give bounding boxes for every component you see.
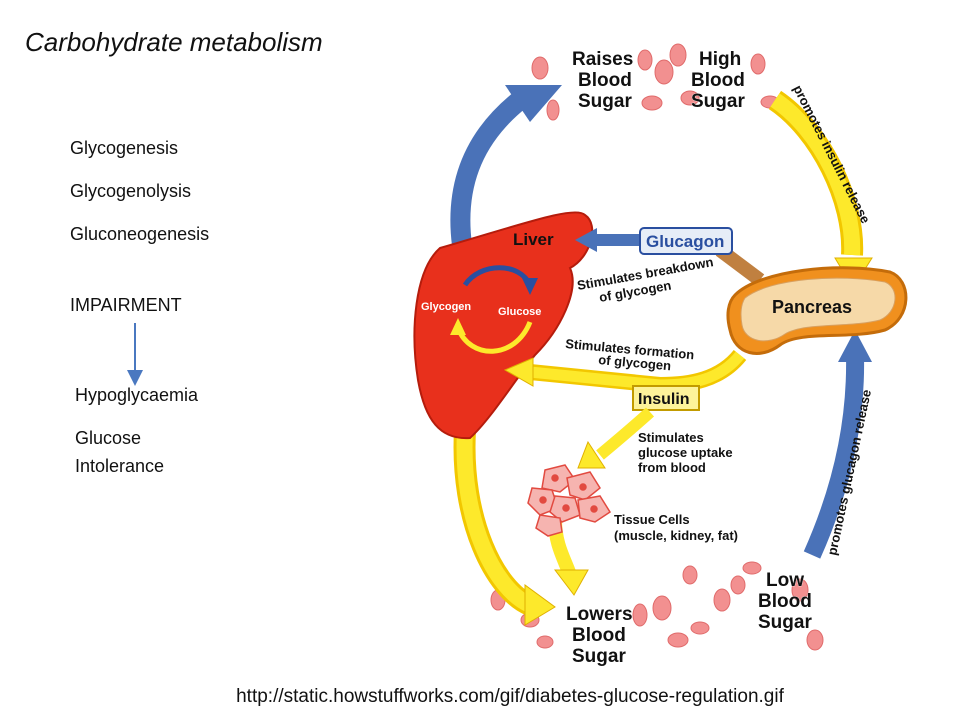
raises-line-2: Blood — [578, 70, 632, 91]
arrow-insulin-to-liver — [503, 349, 747, 394]
glycogen-label: Glycogen — [421, 301, 471, 313]
uptake-line-2: glucose uptake — [638, 445, 733, 460]
tissue-line-2: (muscle, kidney, fat) — [614, 528, 738, 543]
impairment-glucose: Glucose — [75, 428, 142, 448]
impairment-heading: IMPAIRMENT — [70, 295, 182, 315]
low-line-2: Blood — [758, 591, 812, 612]
arrow-to-raises — [450, 85, 562, 247]
insulin-box: Insulin — [632, 385, 700, 411]
arrow-to-lowers — [453, 429, 556, 626]
uptake-line-3: from blood — [638, 460, 706, 475]
lowers-line-1: Lowers — [566, 604, 633, 625]
high-line-3: Sugar — [691, 91, 745, 112]
uptake-line-1: Stimulates — [638, 430, 704, 445]
low-line-1: Low — [766, 570, 804, 591]
term-glycogenesis: Glycogenesis — [70, 138, 179, 158]
impairment-hypoglycaemia: Hypoglycaemia — [75, 385, 199, 405]
source-url: http://static.howstuffworks.com/gif/diab… — [236, 686, 784, 707]
arrow-insulin-to-tissue — [577, 407, 655, 469]
term-gluconeogenesis: Gluconeogenesis — [70, 224, 210, 244]
glucose-label: Glucose — [498, 306, 541, 318]
high-line-1: High — [699, 49, 741, 70]
glucagon-label: Glucagon — [646, 232, 724, 251]
insulin-label: Insulin — [638, 391, 690, 408]
formation-line-2: of glycogen — [598, 352, 672, 373]
lowers-line-2: Blood — [572, 625, 626, 646]
arrow-glucagon-to-liver — [575, 228, 640, 252]
term-glycogenolysis: Glycogenolysis — [70, 181, 192, 201]
arrow-low-to-pancreas — [803, 330, 872, 559]
low-line-3: Sugar — [758, 612, 812, 633]
high-line-2: Blood — [691, 70, 745, 91]
tissue-cells — [527, 464, 612, 537]
liver-organ: Liver Glycogen Glucose — [413, 211, 594, 440]
red-blood-cells — [490, 43, 824, 651]
impairment-intolerance: Intolerance — [75, 456, 165, 476]
glucagon-box: Glucagon — [639, 227, 765, 286]
raises-line-1: Raises — [572, 49, 633, 70]
raises-line-3: Sugar — [578, 91, 632, 112]
tissue-line-1: Tissue Cells — [614, 512, 690, 527]
lowers-line-3: Sugar — [572, 646, 626, 667]
liver-label: Liver — [513, 230, 554, 249]
pancreas-label: Pancreas — [772, 297, 852, 317]
pancreas-organ: Pancreas — [726, 266, 908, 355]
insulin-release-label: promotes insulin release — [790, 83, 873, 226]
page-title: Carbohydrate metabolism — [25, 27, 323, 57]
